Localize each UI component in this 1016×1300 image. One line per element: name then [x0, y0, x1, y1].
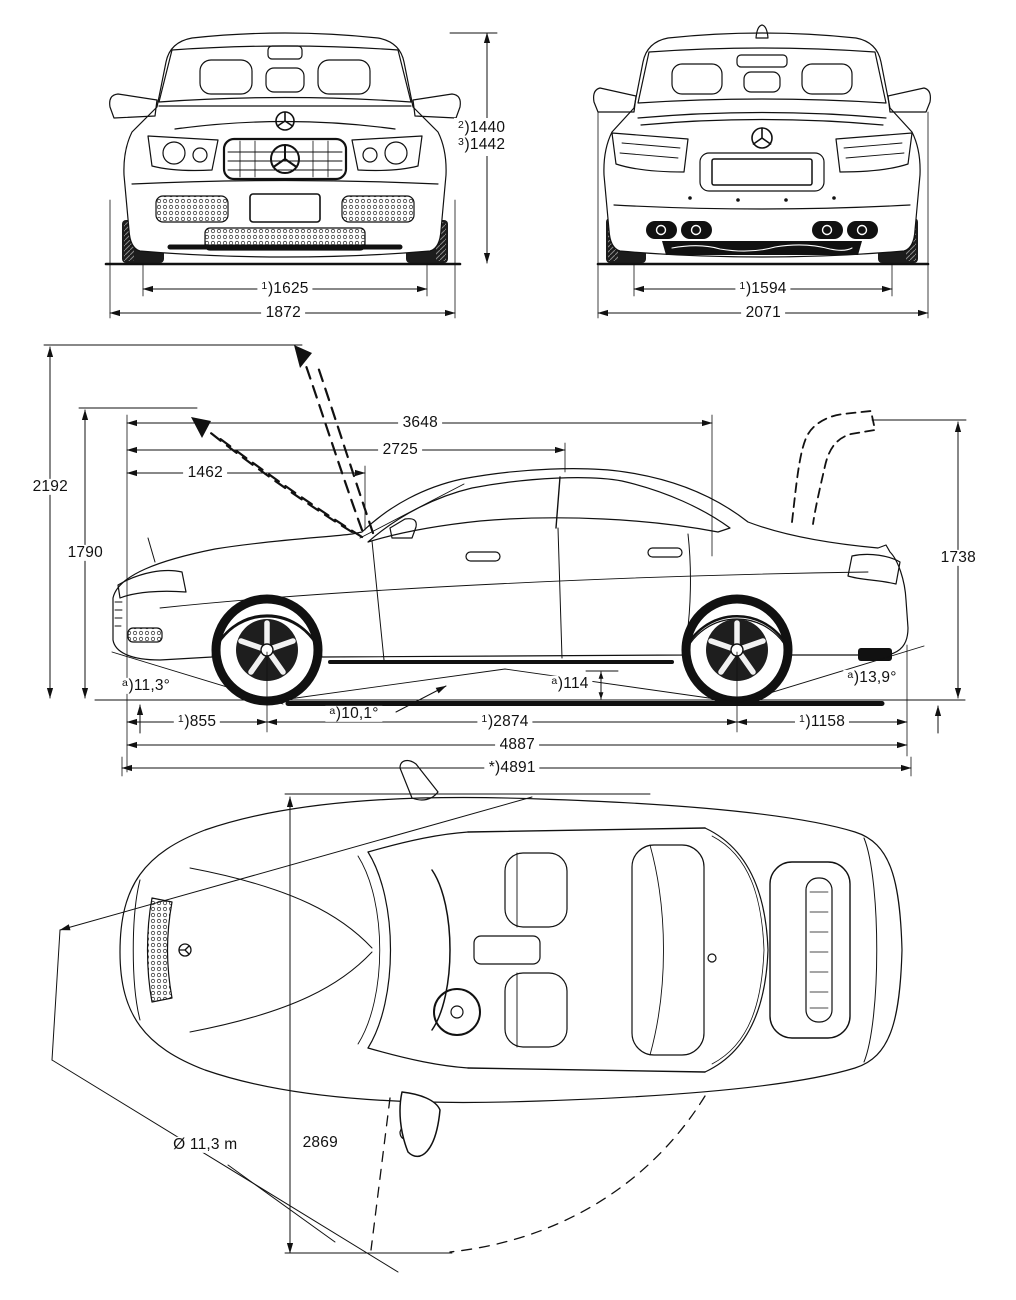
front-intake-right	[341, 195, 415, 223]
side-glass	[367, 477, 731, 543]
door-handle-rear	[647, 547, 683, 558]
headlight-left	[147, 135, 219, 172]
open-door	[399, 1091, 441, 1158]
dim-overall-length-label: 4887	[495, 736, 539, 754]
dim-rear-overhang-label: 1)1158	[794, 713, 850, 731]
windshield-base	[367, 851, 392, 1049]
a-pillars	[367, 831, 469, 1069]
rear-body-outline	[603, 32, 921, 258]
roof-rails	[467, 827, 706, 1073]
exhaust-tips	[646, 221, 878, 239]
ramp-angle-lines	[266, 668, 738, 703]
trunk-lid-top	[769, 861, 851, 1039]
door-swing-arc	[449, 1095, 706, 1253]
open-trunk-lid	[791, 410, 876, 525]
driver-seat	[504, 972, 568, 1048]
dim-front-width-label: 1872	[261, 304, 305, 322]
headrest-left	[199, 59, 253, 95]
top-view-dimensions	[284, 793, 651, 1254]
mirror-right	[412, 93, 461, 119]
front-view-drawing	[104, 32, 462, 266]
license-recess	[699, 152, 825, 192]
mercedes-star-icon	[178, 943, 192, 957]
door-swing-edge	[370, 1097, 391, 1251]
rear-window	[637, 47, 887, 104]
side-view-drawing	[94, 345, 966, 706]
mirror-left	[109, 93, 158, 119]
departure-angle-line	[736, 645, 925, 704]
front-grille	[222, 137, 348, 181]
rear-headrest-left	[671, 63, 723, 95]
dim-front-height-max: 3)1442	[458, 135, 506, 154]
mercedes-star-icon	[275, 111, 295, 131]
dim-rear-track-label: 1)1594	[735, 280, 791, 298]
open-hood-arrows	[205, 358, 375, 539]
front-license-plate	[249, 193, 321, 223]
steering-wheel	[433, 988, 481, 1036]
dim-front-height-roof: 2)1440	[458, 118, 506, 136]
headlight-right	[351, 135, 423, 172]
dim-approach-angle-label: a)11,3°	[117, 677, 175, 695]
dim-ramp-angle-label: a)10,1°	[325, 705, 383, 723]
door-handle-front	[465, 551, 501, 562]
dim-door-open-width-label: 2869	[298, 1134, 342, 1152]
dim-ground-clearance-label: a)114	[547, 675, 593, 693]
headrest-center	[265, 67, 305, 93]
mercedes-star-icon	[751, 127, 773, 149]
rear-window-top	[704, 827, 769, 1073]
hood-arrow-tip-2	[294, 345, 312, 368]
taillight-left	[611, 132, 689, 173]
underbody	[662, 241, 862, 255]
top-mirror-upper	[399, 759, 439, 801]
top-grille	[146, 897, 173, 1003]
dim-rear-width-label: 2071	[741, 304, 785, 322]
rear-headrest-right	[801, 63, 853, 95]
side-fog-intake	[127, 627, 163, 643]
dim-hood-tip-label: 1462	[183, 464, 227, 482]
dim-hood-mid-label: 2725	[378, 441, 422, 459]
top-view-drawing	[51, 759, 903, 1273]
rear-license-plate	[711, 158, 813, 186]
side-mirror	[389, 518, 417, 539]
trunk-inner-panel	[805, 877, 833, 1023]
hood-creases	[189, 867, 373, 1033]
hood-arrow-tip-1	[191, 417, 211, 438]
dim-front-height-label: 2)1440 3)1442	[454, 118, 510, 156]
center-console	[473, 935, 541, 965]
dim-open-height-trunk-label: 1738	[936, 549, 980, 567]
side-headlight	[117, 569, 187, 599]
cabin-interior	[431, 844, 705, 1056]
taillight-right	[835, 132, 913, 173]
interior-mirror	[267, 45, 303, 60]
rear-view-drawing	[593, 24, 931, 266]
rear-bench	[631, 844, 705, 1056]
passenger-seat	[504, 852, 568, 928]
side-exhaust	[858, 648, 892, 661]
turning-circle-lines	[51, 796, 533, 1273]
dim-turning-circle-label: Ø 11,3 m	[168, 1136, 242, 1154]
dim-open-height-hood-label: 1790	[63, 544, 107, 562]
dim-wheelbase-label: 1)2874	[477, 713, 533, 731]
rear-mirror-right	[887, 87, 931, 113]
top-body-outline	[119, 796, 903, 1104]
dim-front-track-label: 1)1625	[257, 280, 313, 298]
dim-open-height-max-label: 2192	[28, 478, 72, 496]
dim-hood-reach-label: 3648	[398, 414, 442, 432]
headrest-right	[317, 59, 371, 95]
approach-angle-line	[111, 651, 284, 705]
rear-headrest-center	[743, 71, 781, 93]
side-taillight	[847, 553, 901, 585]
roof-antenna	[755, 24, 769, 39]
dim-departure-angle-label: a)13,9°	[843, 669, 901, 687]
roof-antenna-top	[707, 953, 717, 963]
fender-antenna	[147, 537, 156, 563]
front-intake-left	[155, 195, 229, 223]
brake-light	[736, 54, 788, 68]
dim-front-overhang-label: 1)855	[173, 713, 221, 731]
front-windshield	[158, 45, 412, 103]
rear-mirror-left	[593, 87, 637, 113]
trunk-spoiler-edge	[637, 111, 887, 126]
dim-overall-length-total-label: *)4891	[484, 759, 540, 777]
